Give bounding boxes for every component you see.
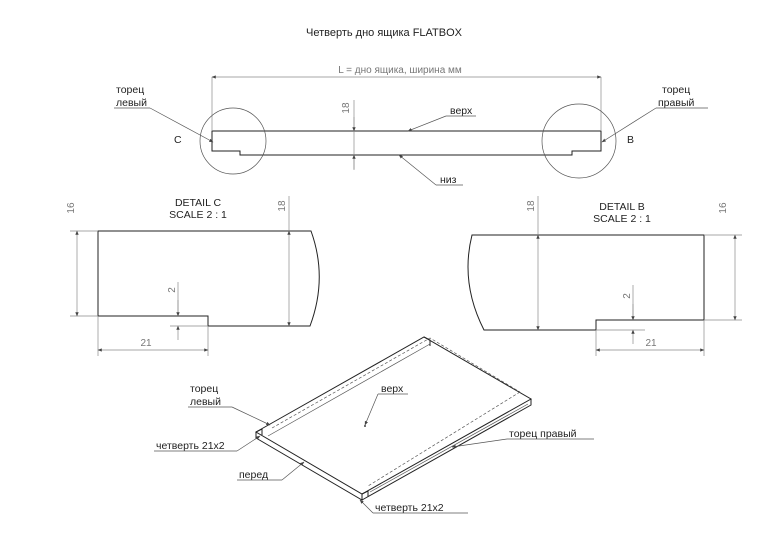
top-label: верх bbox=[450, 105, 473, 117]
detail-b-title: DETAIL B bbox=[599, 201, 645, 213]
detail-c-profile bbox=[97, 230, 320, 327]
detail-b-view: DETAIL B SCALE 2 : 1 16 18 2 21 bbox=[467, 196, 742, 356]
bottom-label: низ bbox=[440, 174, 457, 186]
iso-top-label: верх bbox=[381, 383, 404, 395]
front-view: L = дно ящика, ширина мм 18 C B торец ле… bbox=[114, 65, 708, 186]
detail-b-thickness-dim: 18 bbox=[526, 200, 537, 212]
iso-right-end-label: торец правый bbox=[509, 428, 577, 440]
detail-b-circle bbox=[541, 103, 617, 179]
right-end-label-2: правый bbox=[658, 97, 694, 109]
detail-b-profile bbox=[467, 234, 705, 331]
detail-b-marker: B bbox=[627, 134, 634, 146]
iso-left-end-label-1: торец bbox=[190, 383, 218, 395]
left-end-label-1: торец bbox=[116, 84, 144, 96]
detail-c-rebate-width-dim: 21 bbox=[140, 338, 152, 349]
detail-b-height-dim: 16 bbox=[718, 202, 729, 214]
board-profile bbox=[211, 130, 602, 156]
thickness-dimension: 18 bbox=[341, 102, 352, 114]
detail-c-marker: C bbox=[174, 134, 182, 146]
detail-b-rebate-depth-dim: 2 bbox=[622, 293, 633, 299]
detail-c-title: DETAIL C bbox=[175, 197, 222, 209]
right-end-label-1: торец bbox=[662, 84, 690, 96]
detail-c-circle bbox=[199, 107, 267, 175]
iso-rebate-front-label: четверть 21x2 bbox=[375, 502, 444, 514]
iso-front-label: перед bbox=[239, 469, 268, 481]
iso-top-face bbox=[254, 336, 533, 495]
detail-c-height-dim: 16 bbox=[66, 202, 77, 214]
left-end-label-2: левый bbox=[116, 97, 147, 109]
detail-b-scale: SCALE 2 : 1 bbox=[593, 213, 651, 225]
drawing-title: Четверть дно ящика FLATBOX bbox=[306, 27, 463, 39]
detail-c-rebate-depth-dim: 2 bbox=[167, 287, 178, 293]
isometric-view: верх торец левый торец правый четверть 2… bbox=[154, 336, 594, 514]
detail-b-rebate-width-dim: 21 bbox=[645, 338, 657, 349]
iso-left-end-label-2: левый bbox=[190, 396, 221, 408]
iso-rebate-left-label: четверть 21x2 bbox=[156, 440, 225, 452]
detail-c-scale: SCALE 2 : 1 bbox=[169, 209, 227, 221]
detail-c-view: DETAIL C SCALE 2 : 1 16 18 2 21 bbox=[66, 196, 320, 356]
detail-c-thickness-dim: 18 bbox=[277, 200, 288, 212]
length-dimension: L = дно ящика, ширина мм bbox=[338, 65, 462, 76]
